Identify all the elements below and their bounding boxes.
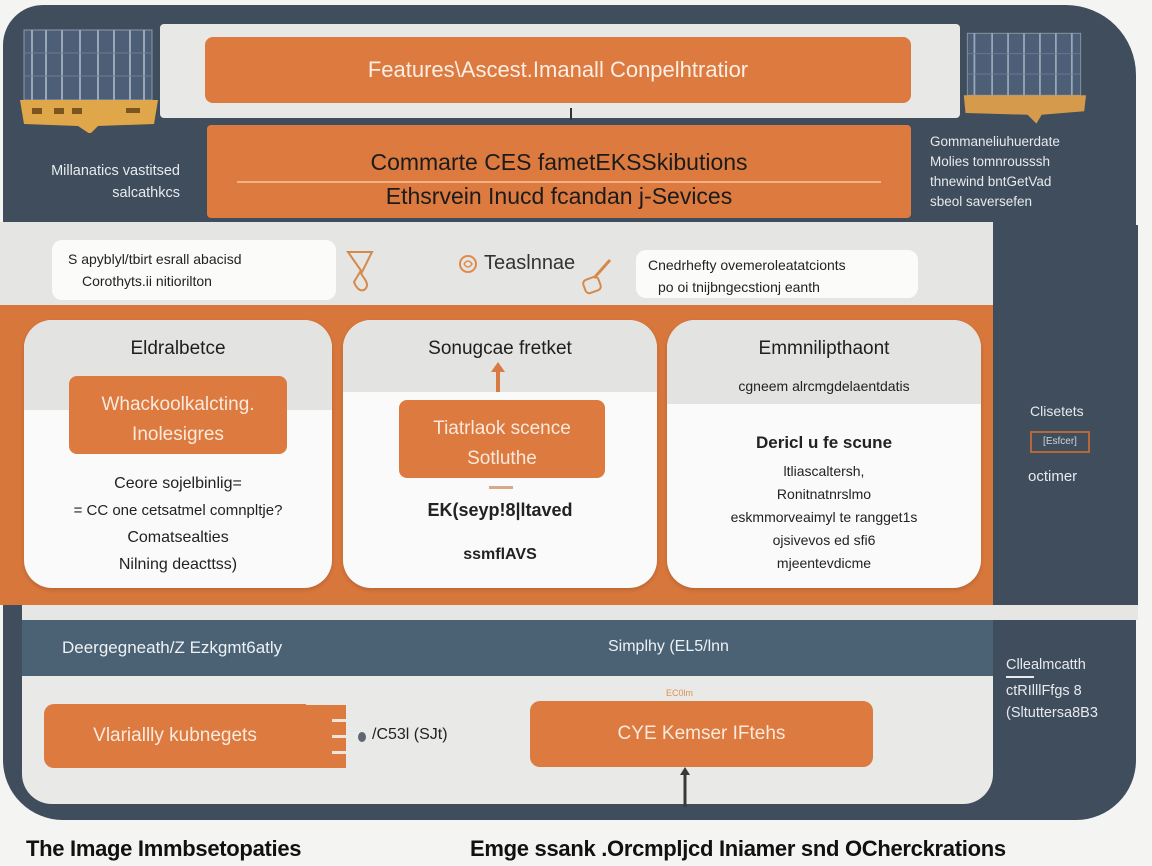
subtitle-box: Commarte CES fametEKSSkibutions Ethsrvei… (207, 125, 911, 218)
side-label: /C53l (SJt) (372, 726, 448, 743)
right-note: Gommaneliuhuerdate Molies tomnrousssh th… (930, 132, 1060, 212)
bottom-header-right: Simplhy (EL5/lnn (608, 638, 729, 655)
card-chip-text: Sotluthe (467, 448, 537, 469)
left-note-line: Millanatics vastitsed (51, 163, 180, 179)
card-title: Sonugcae fretket (428, 338, 572, 359)
left-note: Millanatics vastitsed salcathkcs (8, 160, 180, 204)
bullet-dot-icon (358, 732, 366, 742)
card-3: Emmnilipthaont cgneem alrcmgdelaentdatis… (667, 320, 981, 588)
connector-stub (489, 486, 513, 489)
card-body-line: Comatsealties (127, 529, 229, 546)
trophy-icon (346, 251, 374, 292)
key-icon (582, 259, 612, 295)
right-note-line: sbeol saversefen (930, 194, 1033, 209)
team-label-text: Teaslnnae (484, 252, 576, 274)
card-2: Sonugcae fretket Tiatrlaok scence Sotlut… (343, 320, 657, 588)
left-note-line: salcathkcs (112, 185, 180, 201)
right-panel-label: octimer (1028, 468, 1078, 485)
info-pill-text: Cnedrhefty ovemeroleatatcionts (648, 257, 846, 273)
bottom-header: Deergegneath/Z Ezkgmt6atly Simplhy (EL5/… (22, 620, 993, 676)
divider (237, 181, 881, 183)
team-globe-icon (459, 254, 477, 273)
container-services-button[interactable]: CYE Kemser IFtehs (530, 701, 873, 767)
subtitle-line-1: Commarte CES fametEKSSkibutions (370, 149, 748, 175)
card-footer: ssmflAVS (463, 546, 537, 563)
card-body-line: ltliascaltersh, (783, 463, 865, 479)
card-chip-text: Tiatrlaok scence (433, 418, 571, 439)
caption-right: Emge ssank .Orcmpljcd Iniamer snd OCherc… (470, 836, 1006, 861)
right-note-line: Molies tomnrousssh (930, 154, 1051, 169)
kubernetes-button-label: Vlariallly kubnegets (93, 725, 257, 746)
card-body-bold: EK(seyp!8|ltaved (427, 500, 573, 520)
card-body-line: Ceore sojelbinlig= (114, 475, 242, 492)
card-body-line: Nilning deacttss) (118, 556, 238, 573)
bottom-header-left: Deergegneath/Z Ezkgmt6atly (62, 638, 283, 657)
card-body: ltliascaltersh, Ronitnatnrslmo eskmmorve… (667, 460, 981, 575)
small-label: EC0lm (666, 688, 694, 698)
bottom-right-note-line: (Sltuttersa8B3 (1006, 705, 1098, 721)
card-body: Ceore sojelbinlig= = CC one cetsatmel co… (24, 470, 332, 578)
card-chip-text: Inolesigres (132, 424, 224, 445)
card-subtitle: cgneem alrcmgdelaentdatis (738, 378, 910, 394)
card-body-heading: Dericl u fe scune (755, 433, 893, 452)
button-connector (306, 705, 346, 768)
connector-line (570, 108, 572, 120)
arrow-up-icon (491, 362, 505, 392)
right-panel-label: Clisetets (1030, 403, 1084, 419)
card-chip: Whackoolkalcting. Inolesigres (69, 376, 287, 454)
bottom-right-note: Cllealmcatth ctRIlllFfgs 8 (Sltuttersa8B… (1006, 654, 1098, 724)
info-pill-text: S apyblyl/tbirt esrall abacisd (68, 251, 242, 267)
bottom-right-note-line: Cllealmcatth (1006, 657, 1086, 673)
team-label: Teaslnnae (458, 252, 575, 275)
separator-band (22, 605, 1138, 620)
card-title: Emmnilipthaont (758, 338, 890, 359)
shipping-container-icon (20, 29, 158, 133)
right-note-line: Gommaneliuhuerdate (930, 134, 1060, 149)
card-body-line: Ronitnatnrslmo (776, 486, 872, 502)
kubernetes-button[interactable]: Vlariallly kubnegets (44, 704, 306, 768)
divider (1006, 676, 1034, 678)
container-services-button-label: CYE Kemser IFtehs (617, 723, 786, 744)
right-panel (993, 225, 1138, 605)
card-title: Eldralbetce (130, 338, 226, 359)
card-chip-text: Whackoolkalcting. (101, 394, 255, 415)
caption-left: The Image Immbsetopaties (26, 836, 302, 861)
main-title: Features\Ascest.Imanall Conpelhtratior (205, 37, 911, 103)
bottom-right-note-line: ctRIlllFfgs 8 (1006, 683, 1082, 699)
info-pill-text: Corothyts.ii nitiorilton (82, 273, 212, 289)
shipping-container-icon (963, 32, 1086, 124)
card-body-line: mjeentevdicme (776, 555, 872, 571)
right-note-line: thnewind bntGetVad (930, 174, 1052, 189)
card-body-line: ojsivevos ed sfi6 (772, 532, 876, 548)
info-pill-right: Cnedrhefty ovemeroleatatcionts po oi tni… (636, 250, 918, 298)
card-body-line: eskmmorveaimyl te rangget1s (730, 509, 918, 525)
right-panel-tag: [Esfcer] (1030, 431, 1090, 453)
arrow-up-icon (680, 767, 690, 807)
card-1: Eldralbetce Whackoolkalcting. Inolesigre… (24, 320, 332, 588)
card-body-line: = CC one cetsatmel comnpltje? (73, 502, 283, 519)
card-chip: Tiatrlaok scence Sotluthe (399, 400, 605, 478)
info-pill-text: po oi tnijbngecstionj eanth (658, 279, 820, 295)
info-pill-left: S apyblyl/tbirt esrall abacisd Corothyts… (52, 240, 336, 300)
subtitle-line-2: Ethsrvein Inucd fcandan j-Sevices (385, 183, 733, 209)
